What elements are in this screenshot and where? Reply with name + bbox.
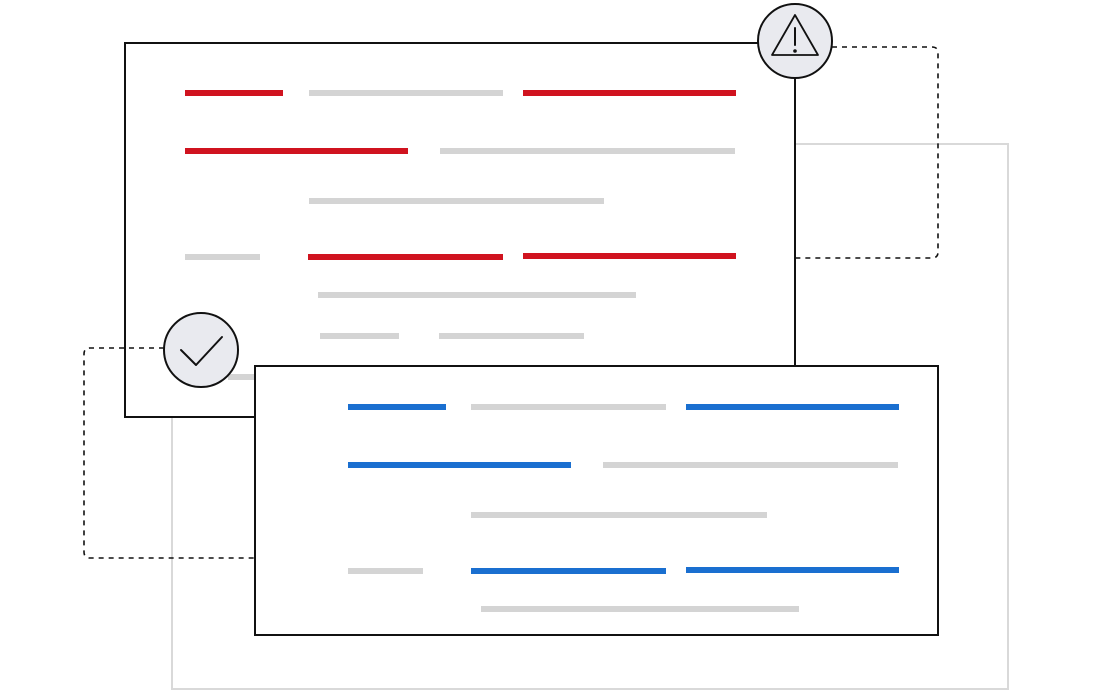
checkmark-icon xyxy=(180,336,223,366)
check-badge xyxy=(163,312,239,388)
warning-badge xyxy=(757,3,833,79)
valid-document-card xyxy=(254,365,939,636)
check-badge-circle xyxy=(163,312,239,388)
check-dashed-connector xyxy=(83,347,255,559)
warning-dashed-connector xyxy=(795,46,939,259)
warning-triangle-icon xyxy=(771,14,819,56)
valid-card-frame xyxy=(254,365,939,636)
